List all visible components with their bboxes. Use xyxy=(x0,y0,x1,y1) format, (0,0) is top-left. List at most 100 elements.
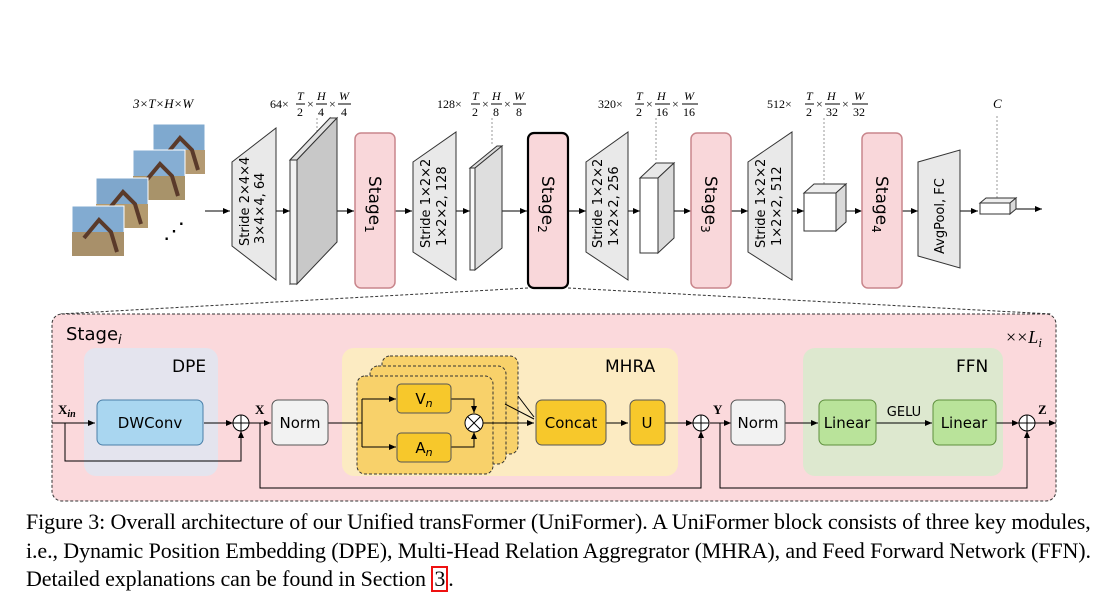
dpe-title: DPE xyxy=(172,357,206,377)
svg-text:W: W xyxy=(854,89,865,103)
conv-stride: Stride 1×2×2 xyxy=(419,159,434,248)
dim-guide-lines xyxy=(316,116,998,198)
svg-text:Linear: Linear xyxy=(941,414,988,432)
video-frame xyxy=(132,149,186,201)
section-reference-link[interactable]: 3 xyxy=(431,566,449,592)
svg-text:64×: 64× xyxy=(270,97,289,111)
linear-block-1: Linear xyxy=(818,399,877,446)
conv-kernel: 1×2×2, 256 xyxy=(607,166,622,246)
stage-3-box: Stage3 xyxy=(690,132,732,289)
ellipsis: ⋰ xyxy=(163,218,185,243)
svg-text:×: × xyxy=(307,97,314,111)
stage-2-box: Stage2 xyxy=(526,131,570,290)
svg-text:32: 32 xyxy=(826,105,838,119)
svg-text:×: × xyxy=(672,97,679,111)
svg-text:An: An xyxy=(415,439,432,459)
stage-1-box: Stage1 xyxy=(354,132,396,289)
dim-label-4: 512× T2 × H32 × W32 xyxy=(767,89,868,119)
residual-add-3 xyxy=(1018,414,1036,432)
svg-text:Stage2: Stage2 xyxy=(535,176,557,233)
svg-text:×: × xyxy=(842,97,849,111)
svg-text:8: 8 xyxy=(516,105,522,119)
feature-map-1 xyxy=(288,116,339,286)
svg-text:32: 32 xyxy=(853,105,865,119)
u-block: U xyxy=(629,399,666,446)
dim-label-1: 64× T2 × H4 × W4 xyxy=(270,89,351,119)
patch-embed-conv-2: Stride 1×2×2 1×2×2, 128 xyxy=(412,131,457,281)
svg-text:320×: 320× xyxy=(598,97,623,111)
feature-map-4 xyxy=(802,182,848,233)
svg-text:4: 4 xyxy=(318,105,324,119)
svg-text:512×: 512× xyxy=(767,97,792,111)
output-vector xyxy=(978,196,1018,216)
output-dim-label: C xyxy=(993,96,1002,111)
z-label: Z xyxy=(1038,402,1047,417)
conv-kernel: 3×4×4, 64 xyxy=(253,173,268,244)
svg-text:Stage3: Stage3 xyxy=(698,176,720,233)
conv-stride: Stride 1×2×2 xyxy=(591,159,606,248)
svg-text:H: H xyxy=(491,89,502,103)
conv-kernel: 1×2×2, 512 xyxy=(770,166,785,246)
conv-stride: Stride 1×2×2 xyxy=(754,159,769,248)
y-label: Y xyxy=(713,402,723,417)
stage-detail-title: Stagei xyxy=(66,324,122,348)
conv-stride: Stride 2×4×4 xyxy=(238,157,253,246)
svg-text:T: T xyxy=(636,89,644,103)
dwconv-block: DWConv xyxy=(96,399,204,446)
conv-kernel: 1×2×2, 128 xyxy=(435,166,450,246)
svg-text:U: U xyxy=(642,414,653,432)
mhra-title: MHRA xyxy=(605,357,656,377)
svg-text:4: 4 xyxy=(341,105,347,119)
residual-add-1 xyxy=(232,414,250,432)
input-dim-label: 3×T×H×W xyxy=(132,96,194,111)
feature-map-3 xyxy=(638,161,676,255)
dim-label-2: 128× T2 × H8 × W8 xyxy=(437,89,526,119)
patch-embed-conv-4: Stride 1×2×2 1×2×2, 512 xyxy=(747,131,793,281)
svg-text:H: H xyxy=(316,89,327,103)
norm-block-2: Norm xyxy=(730,399,786,446)
svg-text:×: × xyxy=(482,97,489,111)
svg-text:Stage1: Stage1 xyxy=(362,176,384,233)
residual-add-2 xyxy=(692,414,710,432)
svg-text:Linear: Linear xyxy=(824,414,871,432)
svg-text:16: 16 xyxy=(683,105,695,119)
svg-text:Norm: Norm xyxy=(280,414,321,432)
svg-text:2: 2 xyxy=(806,105,812,119)
linear-block-2: Linear xyxy=(932,399,997,446)
svg-text:Vn: Vn xyxy=(415,390,432,410)
svg-text:8: 8 xyxy=(493,105,499,119)
svg-text:T: T xyxy=(806,89,814,103)
svg-text:16: 16 xyxy=(656,105,668,119)
svg-text:W: W xyxy=(514,89,525,103)
svg-text:Stage4: Stage4 xyxy=(869,176,891,233)
svg-text:×: × xyxy=(646,97,653,111)
patch-embed-conv-1: Stride 2×4×4 3×4×4, 64 xyxy=(231,126,277,282)
norm-block-1: Norm xyxy=(271,399,329,446)
svg-text:2: 2 xyxy=(472,105,478,119)
head-avgpool-fc: AvgPool, FC xyxy=(917,149,961,269)
svg-text:H: H xyxy=(656,89,667,103)
svg-text:T: T xyxy=(472,89,480,103)
patch-embed-conv-3: Stride 1×2×2 1×2×2, 256 xyxy=(585,131,629,281)
a-block: An xyxy=(396,432,452,463)
x-in-label: Xin xyxy=(58,402,76,420)
caption-text: Figure 3: Overall architecture of our Un… xyxy=(26,509,1091,591)
svg-text:2: 2 xyxy=(636,105,642,119)
multiply-op xyxy=(464,413,484,433)
gelu-label: GELU xyxy=(887,405,921,420)
figure-caption: Figure 3: Overall architecture of our Un… xyxy=(26,508,1101,594)
svg-text:W: W xyxy=(684,89,695,103)
detail-flow-lines xyxy=(52,395,1056,489)
video-frame xyxy=(71,205,125,257)
svg-text:2: 2 xyxy=(297,105,303,119)
svg-text:T: T xyxy=(297,89,305,103)
svg-text:DWConv: DWConv xyxy=(118,414,183,432)
svg-text:×: × xyxy=(329,97,336,111)
v-block: Vn xyxy=(396,383,452,414)
concat-block: Concat xyxy=(535,399,607,446)
expansion-lines xyxy=(59,287,1053,315)
feature-map-2 xyxy=(468,144,504,272)
svg-text:W: W xyxy=(339,89,350,103)
caption-end: . xyxy=(448,566,454,591)
